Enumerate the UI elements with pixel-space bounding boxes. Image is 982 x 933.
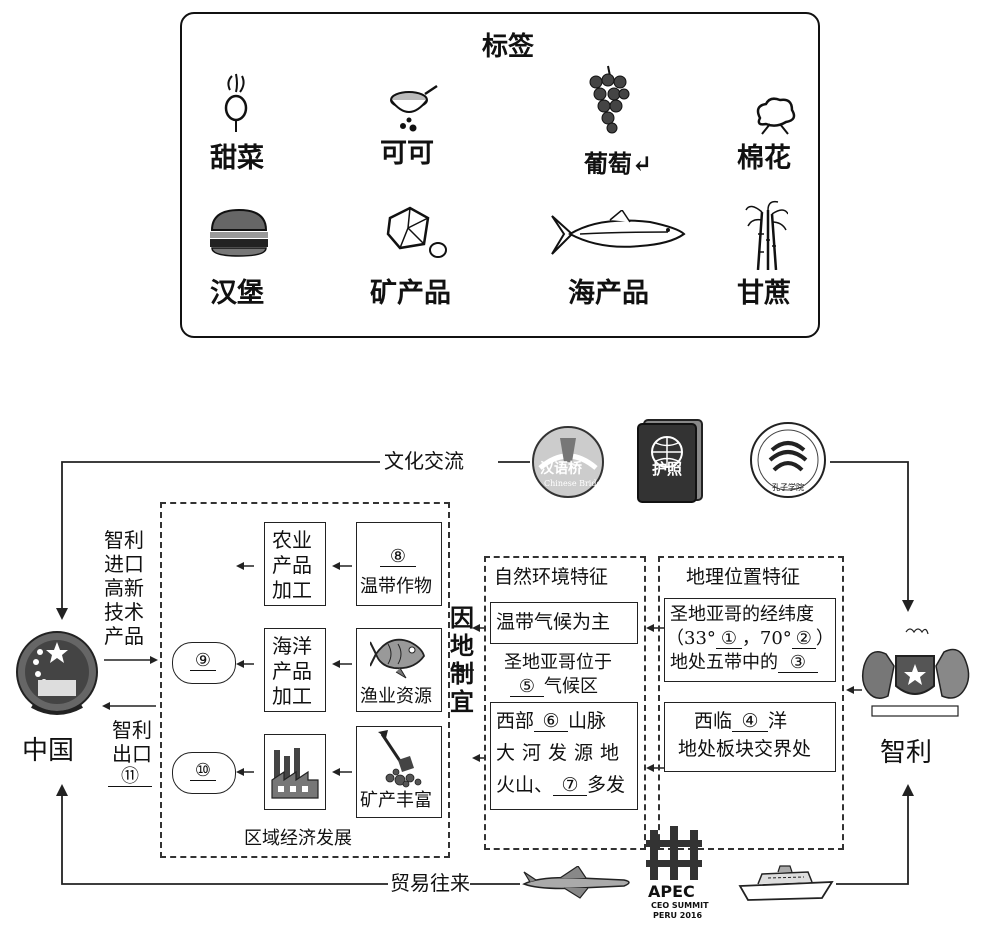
legend-label-sugarcane: 甘蔗 bbox=[737, 278, 791, 309]
airplane-icon bbox=[520, 866, 636, 900]
legend-label-cotton: 棉花 bbox=[737, 143, 791, 174]
result-9-oval bbox=[172, 642, 236, 684]
hanyu-bridge-en: Chinese Bridge bbox=[544, 479, 607, 488]
shovel-minerals-icon bbox=[376, 730, 426, 788]
result-10: ⑩ bbox=[190, 762, 216, 781]
culture-exchange-label: 文化交流 bbox=[384, 449, 464, 473]
confucius-institute-logo bbox=[748, 420, 828, 500]
legend-label-grape: 葡萄↵ bbox=[584, 149, 653, 178]
natural-environment-box bbox=[484, 556, 646, 850]
legend-label-hamburger: 汉堡 bbox=[210, 278, 264, 309]
passport-label: 护照 bbox=[652, 460, 683, 478]
fish-icon bbox=[550, 210, 686, 260]
marine-processing-box bbox=[264, 628, 326, 712]
cocoa-icon bbox=[385, 84, 439, 136]
chile-coat-of-arms-icon bbox=[856, 626, 974, 726]
geo-line-2: （33°①，70°②） bbox=[666, 628, 834, 649]
chile-export-blank: ⑪ bbox=[108, 768, 152, 787]
marine-processing-label: 海洋产品加工 bbox=[272, 634, 312, 708]
result-10-oval bbox=[172, 752, 236, 794]
blank-2: ② bbox=[791, 630, 816, 649]
geo-line-5: 地处板块交界处 bbox=[678, 738, 812, 760]
rich-minerals-label: 矿产丰富 bbox=[360, 790, 432, 811]
natural-environment-title: 自然环境特征 bbox=[494, 566, 609, 588]
lat-long-box bbox=[664, 598, 836, 682]
agri-processing-label: 农业产品加工 bbox=[272, 528, 312, 602]
geo-location-title: 地理位置特征 bbox=[686, 566, 801, 588]
chile-label: 智利 bbox=[880, 738, 933, 768]
grape-icon bbox=[586, 64, 630, 136]
blank-8: ⑧ bbox=[380, 548, 416, 567]
china-import-label: 智利进口高新技术产品 bbox=[104, 528, 144, 648]
blank-7: ⑦ bbox=[553, 776, 588, 796]
legend-label-cocoa: 可可 bbox=[380, 138, 434, 169]
legend-box bbox=[180, 12, 820, 338]
sugarcane-icon bbox=[744, 200, 788, 270]
chile-export-label-2: 出口 bbox=[112, 742, 152, 766]
china-emblem-icon bbox=[14, 628, 100, 724]
climate-label: 温带气候为主 bbox=[496, 611, 611, 633]
hanyu-bridge-text: 汉语桥 bbox=[540, 461, 582, 477]
china-label: 中国 bbox=[22, 736, 75, 766]
result-9: ⑨ bbox=[190, 652, 216, 671]
legend-label-beet: 甜菜 bbox=[210, 143, 264, 174]
passport-icon bbox=[636, 418, 704, 504]
climate-zone-line: 圣地亚哥位于 bbox=[504, 652, 612, 673]
blank-6: ⑥ bbox=[534, 712, 569, 732]
regional-economy-box bbox=[160, 502, 450, 858]
blank-11: ⑪ bbox=[108, 768, 152, 787]
terrain-line-2: 大河发源地 bbox=[496, 742, 627, 764]
blank-5: ⑤ bbox=[510, 678, 544, 697]
legend-label-mineral: 矿产品 bbox=[370, 278, 451, 309]
fish-resource-icon bbox=[370, 630, 426, 680]
terrain-box bbox=[490, 702, 638, 810]
adapt-to-local-label: 因地制宜 bbox=[450, 603, 474, 716]
blank-8-wrap: ⑧ bbox=[380, 548, 416, 567]
trade-label: 贸易往来 bbox=[390, 871, 470, 895]
factory-icon bbox=[270, 746, 320, 800]
geo-location-box bbox=[658, 556, 844, 850]
temperate-crops-box bbox=[356, 522, 442, 606]
climate-box bbox=[490, 602, 638, 644]
fishery-resources-label: 渔业资源 bbox=[360, 686, 432, 707]
ocean-plate-box bbox=[664, 702, 836, 772]
beet-icon bbox=[218, 72, 254, 134]
legend-title: 标签 bbox=[482, 32, 535, 62]
mineral-icon bbox=[384, 204, 450, 264]
hanyu-bridge-logo bbox=[530, 424, 606, 500]
chile-export-label-1: 智利 bbox=[112, 718, 152, 742]
hamburger-icon bbox=[208, 208, 270, 258]
temperate-crops-label: 温带作物 bbox=[360, 576, 432, 597]
ship-icon bbox=[738, 864, 834, 902]
apec-logo bbox=[646, 826, 702, 884]
apec-text: APEC bbox=[648, 882, 695, 901]
agri-processing-box bbox=[264, 522, 326, 606]
blank-3: ③ bbox=[778, 654, 818, 673]
blank-1: ① bbox=[715, 630, 742, 649]
apec-sub2: PERU 2016 bbox=[653, 911, 703, 920]
blank-4: ④ bbox=[732, 712, 769, 732]
legend-label-fish: 海产品 bbox=[568, 278, 649, 309]
confucius-institute-text: 孔子学院 bbox=[772, 483, 804, 492]
geo-line-1: 圣地亚哥的经纬度 bbox=[670, 604, 814, 625]
regional-economy-title: 区域经济发展 bbox=[244, 828, 352, 849]
cotton-icon bbox=[752, 94, 798, 136]
apec-sub: CEO SUMMIT bbox=[651, 901, 709, 910]
